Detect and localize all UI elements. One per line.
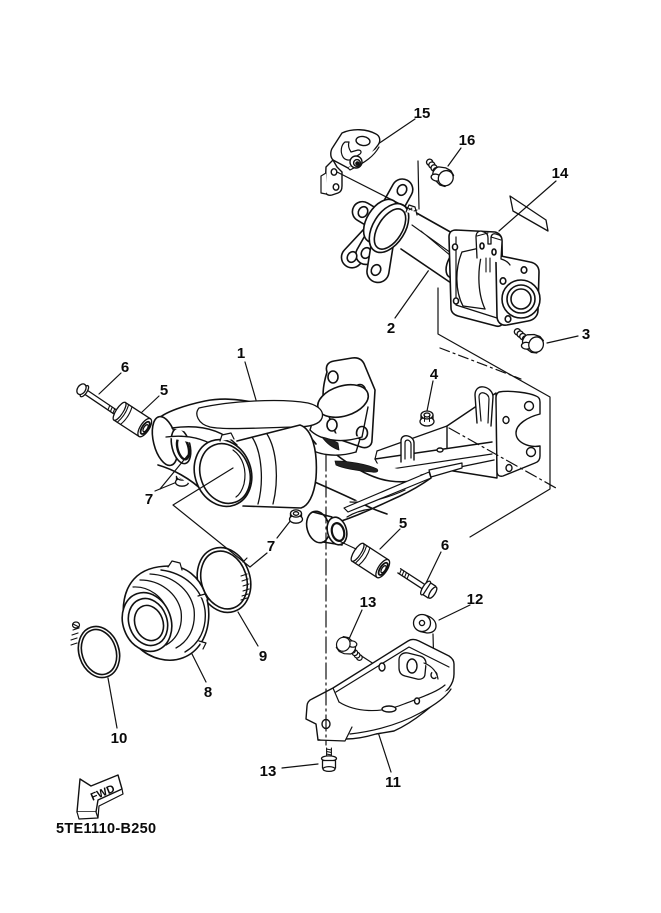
svg-text:5: 5 <box>160 382 168 399</box>
svg-text:1: 1 <box>237 345 245 362</box>
svg-text:2: 2 <box>387 320 395 337</box>
svg-text:5TE1110-B250: 5TE1110-B250 <box>56 821 156 837</box>
svg-text:7: 7 <box>267 538 275 555</box>
svg-text:6: 6 <box>121 359 129 376</box>
svg-text:11: 11 <box>385 774 401 791</box>
svg-text:16: 16 <box>459 132 476 149</box>
svg-text:7: 7 <box>145 491 153 508</box>
svg-text:4: 4 <box>430 366 439 383</box>
svg-text:5: 5 <box>399 515 407 532</box>
svg-text:14: 14 <box>552 165 569 182</box>
svg-text:8: 8 <box>204 684 212 701</box>
svg-text:9: 9 <box>259 648 267 665</box>
svg-text:12: 12 <box>467 591 484 608</box>
svg-text:6: 6 <box>441 537 449 554</box>
svg-text:13: 13 <box>260 763 277 780</box>
svg-text:3: 3 <box>582 326 590 343</box>
svg-text:15: 15 <box>414 105 431 122</box>
svg-text:13: 13 <box>360 594 377 611</box>
svg-text:10: 10 <box>111 730 128 747</box>
